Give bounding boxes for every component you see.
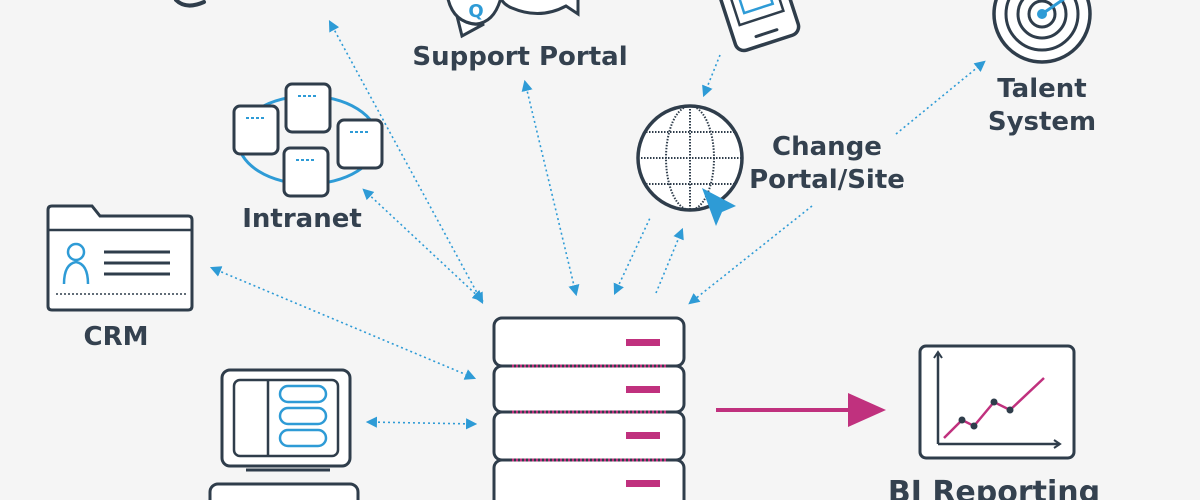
desktop-database-icon xyxy=(208,368,360,500)
partial-glyph-top-left xyxy=(174,0,206,8)
connector-intranet xyxy=(362,188,484,302)
svg-text:Q: Q xyxy=(468,1,483,22)
person-icon xyxy=(62,242,90,285)
label-crm: CRM xyxy=(83,322,149,352)
label-change-portal-line1: Change xyxy=(772,132,882,162)
chat-bubbles-icon: Q xyxy=(446,0,580,39)
label-support-portal: Support Portal xyxy=(412,42,628,72)
smartphone-icon xyxy=(712,0,801,53)
label-intranet: Intranet xyxy=(242,204,362,234)
connector-desktop xyxy=(365,416,478,430)
cursor-icon xyxy=(702,188,736,226)
connector-talent-system xyxy=(895,60,986,135)
label-talent-system-line2: System xyxy=(987,107,1097,137)
connector-support-portal xyxy=(521,79,580,297)
connector-smartphone xyxy=(702,54,721,98)
globe-icon xyxy=(636,104,744,212)
export-arrow xyxy=(716,393,886,427)
connector-globe-out xyxy=(613,217,651,296)
crm-folder-icon xyxy=(46,204,194,312)
label-bi-reporting: BI Reporting xyxy=(887,475,1101,500)
server-stack-icon xyxy=(492,316,686,500)
connector-globe-in xyxy=(655,227,684,294)
target-icon xyxy=(992,0,1092,64)
connector-change-portal xyxy=(688,205,813,305)
connector-crm xyxy=(209,266,477,380)
label-change-portal-line2: Portal/Site xyxy=(749,165,905,195)
line-chart-icon xyxy=(918,344,1076,460)
intranet-network-icon xyxy=(232,82,384,198)
label-talent-system-line1: Talent xyxy=(997,74,1087,104)
